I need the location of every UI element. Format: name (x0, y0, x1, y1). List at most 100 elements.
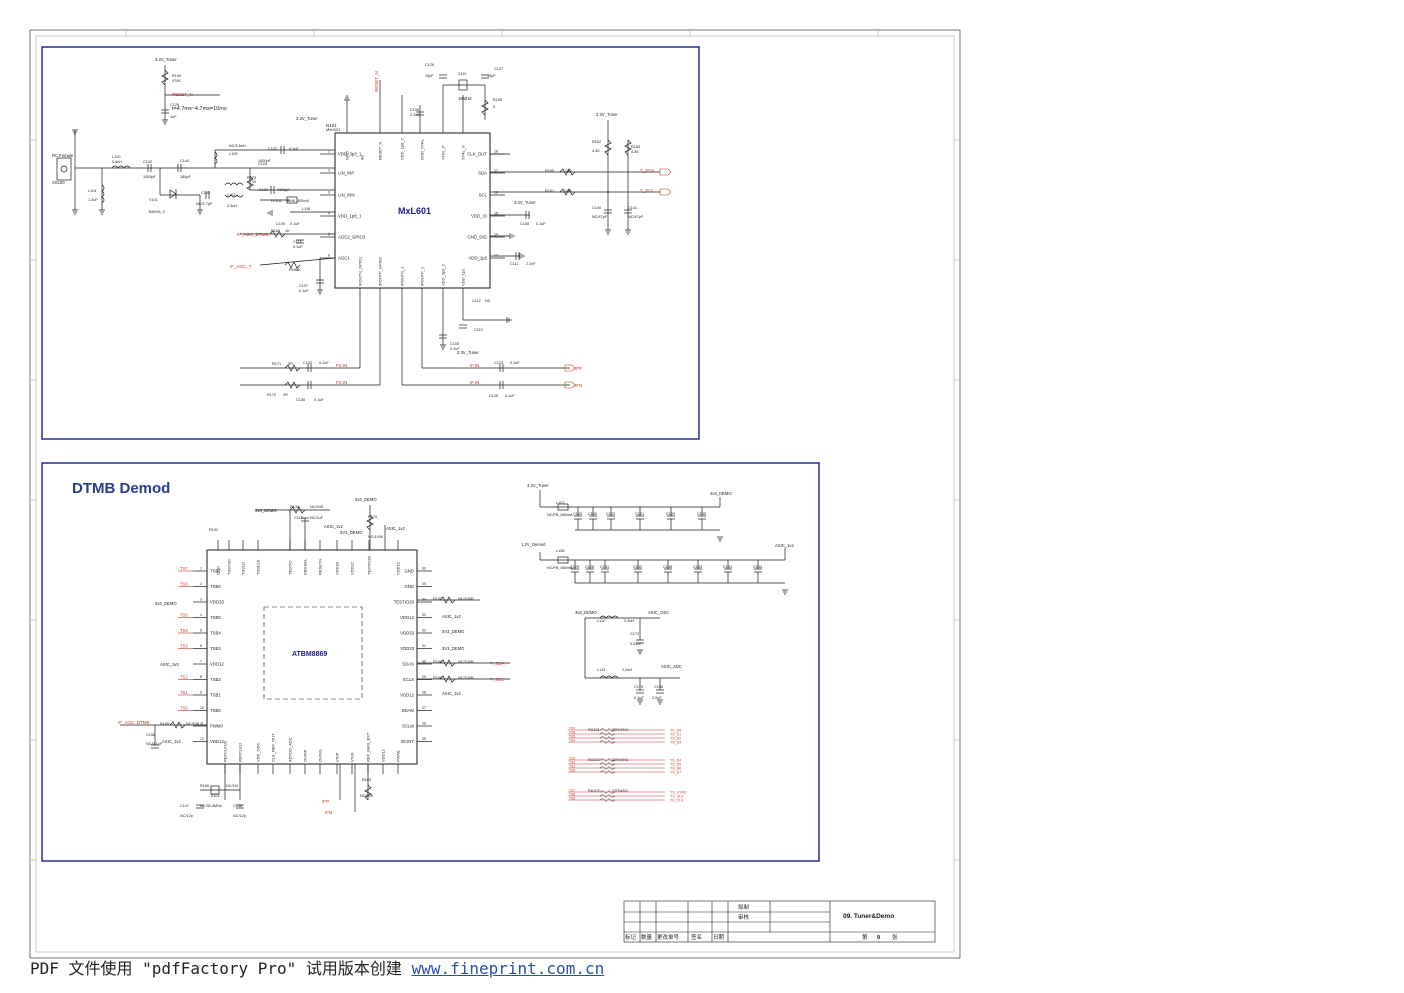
tuner-part-designator: 3.3nH (227, 204, 237, 208)
demod-part-designator: R166 (200, 784, 209, 788)
demod-part-designator: L108 (556, 549, 564, 553)
tuner-part-designator: 0.1uF (319, 361, 329, 365)
demod-pin-label: VDD33 (400, 646, 414, 651)
demod-part-designator: R165 (160, 722, 169, 726)
demod-rail-vdd12-b: ASIC_1v2 (442, 691, 462, 696)
demod-pin-label: VINN (350, 752, 355, 762)
demod-cap-designator: C155 (697, 512, 706, 516)
demod-ts-resistor-arrays: TS_D0TS7TS_D1TS6TS_D2TS5TS_D3TS4TS_D4TS3… (568, 727, 687, 803)
tuner-part-designator: C142 (143, 160, 152, 164)
demod-pin-number: 35 (422, 582, 426, 586)
demod-pin-number: 2 (200, 582, 202, 586)
demod-cap-designator: C134 (753, 565, 762, 569)
demod-rail-3v3-left: 3v3_DEMO (155, 601, 177, 606)
demod-ts-resistor (599, 794, 616, 798)
pdf-footer: PDF 文件使用 "pdfFactory Pro" 试用版本创建 www.fin… (30, 955, 604, 979)
tuner-part-designator: L104 (88, 189, 96, 193)
title-sheet-number: 9 (877, 935, 880, 941)
tuner-part-designator: V101 (149, 198, 158, 202)
tuner-part-designator: 1000pF (143, 175, 157, 179)
demod-pin-label: VDD12 (400, 615, 414, 620)
tuner-part-designator: 0.1uF (289, 147, 299, 151)
tuner-tag-sda: T_SDA (640, 168, 655, 173)
demod-pin-number: 27 (422, 706, 426, 710)
demod-pin-number: 29 (422, 675, 426, 679)
tuner-reset-net-2: RESET_N (374, 71, 379, 92)
tuner-pin-number: 14 (494, 233, 498, 237)
tuner-part-designator: C108 (520, 222, 529, 226)
tuner-pin-label: GND (345, 151, 350, 160)
demod-pin-label: TSVLD (241, 562, 246, 575)
tuner-part-designator: 100 (565, 169, 571, 173)
demod-pin-label: SDAM (402, 708, 415, 713)
tuner-part-designator: R160 (545, 169, 554, 173)
tuner-pin-label: IFOUTP_GPIO2 (378, 256, 383, 286)
demod-ts-in-label: TS3 (569, 757, 575, 761)
demod-tag-sda: T_SDA (490, 661, 505, 666)
tuner-part-designator: C109 (276, 222, 285, 226)
demod-part-designator: NC/12p (180, 814, 193, 818)
demod-pin-label: TSSYNC (227, 559, 232, 575)
demod-cap-designator: C122 (666, 512, 675, 516)
demod-pin-label: GND (404, 584, 414, 589)
footer-link[interactable]: www.fineprint.com.cn (411, 959, 605, 978)
tuner-pin-label: VDD_1p2 (468, 256, 487, 261)
demod-pin-number: 33 (422, 613, 426, 617)
demod-ts-label: TS0 (180, 706, 188, 711)
demod-part-designator: R107 (433, 597, 442, 601)
demod-part-designator: R163 (362, 778, 371, 782)
demod-part-designator: NC/30.4MHz (200, 804, 222, 808)
demod-cap-designator: C128 (585, 565, 594, 569)
tuner-pin-label: VDD_IO (471, 214, 488, 219)
demod-part-designator: RA103 (588, 789, 600, 793)
tuner-part-designator: 3.6nH (112, 160, 122, 164)
tuner-part-designator: C107 (299, 284, 308, 288)
demod-part-designator: NC/10K (360, 794, 374, 798)
demod-section: DTMB Demod ATBM8869 TSB71TSB62VDD333TSB5… (41, 462, 820, 862)
demod-rail-3v3-b: 3v3_DEMO (355, 497, 377, 502)
demod-pin-label: VDD33 (400, 631, 414, 636)
tuner-pin-label: SDA (478, 171, 487, 176)
tuner-part-designator: L118 (302, 207, 310, 211)
tuner-pin-label: XTAL_N (461, 145, 466, 160)
demod-ts-out-label: TS_D3 (670, 741, 681, 745)
demod-rail-tuner: 3.3V_Tuner (527, 483, 549, 488)
tuner-xs-input: XS100 (52, 180, 65, 185)
demod-pin-label: VDD12 (381, 748, 386, 762)
tuner-tag-p2in: P2.IN (336, 363, 347, 368)
tuner-part-designator: C141 (628, 206, 637, 210)
tuner-part-designator: 4.3K (631, 150, 639, 154)
demod-rail-1v2-left: ASIC_1v2 (160, 662, 180, 667)
tuner-part-designator: 0.1uF (450, 347, 460, 351)
demod-part-designator: NC/100R (458, 660, 474, 664)
demod-ts-out-label: TS_VLD (670, 795, 684, 799)
tuner-part-designator: NC/2.7pF (196, 202, 213, 206)
tuner-part-designator: FL102 (271, 199, 282, 203)
demod-pin-label: GND (216, 566, 221, 575)
title-sheet-prefix: 第 (862, 933, 868, 941)
demod-pin-label: VDD_OSC (256, 743, 261, 762)
tuner-power-pullup: 3.3V_Tuner (596, 112, 618, 117)
demod-part-designator: L113 (597, 668, 605, 672)
demod-pin-label: VINP (335, 752, 340, 762)
demod-rail-1v2-b: ASIC_1v2 (386, 526, 406, 531)
tuner-part-designator: 0.1uF (505, 394, 515, 398)
demod-part-designator: R169 (433, 660, 442, 664)
tuner-pin-label: GND_DIG (467, 235, 487, 240)
demod-ts-resistor (599, 758, 616, 762)
demod-rail-3v3-c: 3V3_DEMO (340, 530, 363, 535)
tuner-pin-number: 6 (328, 254, 330, 258)
demod-pin-label: VDD33 (210, 600, 224, 605)
demod-ts-out-label: TS_D1 (670, 733, 681, 737)
tuner-power-reset: 3.3V_Tuner (155, 57, 177, 62)
demod-pin-label: TESTIO20 (394, 600, 415, 605)
tuner-pin-number: 2 (328, 169, 330, 173)
demod-pin-label: VDD12 (396, 561, 401, 575)
demod-pin-number: 34 (422, 598, 426, 602)
demod-ts-label: TS4 (180, 628, 188, 633)
demod-pin-number: 12 (200, 737, 204, 741)
tuner-pin-label: LIN_INP (338, 171, 354, 176)
tuner-part-designator: R167 (271, 229, 280, 233)
tuner-pin-label: IFOUTN_GPIO1 (358, 256, 363, 286)
